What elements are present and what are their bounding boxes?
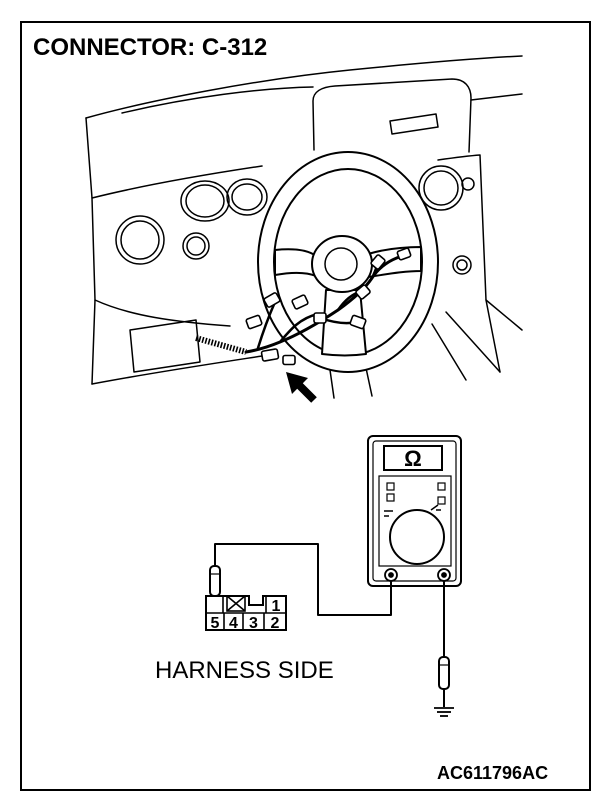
console-line-2 — [445, 311, 501, 373]
figure-frame — [20, 21, 591, 791]
harness-connector — [370, 254, 386, 270]
dash-face-top-left — [91, 165, 263, 199]
meter-ohm-symbol: Ω — [404, 446, 422, 471]
harness-connector — [291, 294, 309, 310]
instrument-hood — [312, 78, 472, 153]
instrument-display — [389, 113, 439, 135]
steering-column-left — [329, 369, 335, 399]
meter-terminal-com-center — [388, 572, 394, 578]
harness-side-label: HARNESS SIDE — [155, 657, 334, 684]
dash-top-line — [121, 86, 314, 114]
console-line-1 — [431, 323, 467, 381]
crossed-box-icon — [226, 595, 246, 612]
right-switch — [461, 177, 475, 191]
gauge-right-inner — [231, 183, 263, 211]
dash-left-edge — [85, 117, 96, 385]
left-air-vent-inner — [120, 220, 160, 260]
harness-branch-1 — [256, 300, 277, 350]
meter-indicator — [437, 496, 446, 505]
small-gauge-outer — [182, 232, 210, 260]
connector-title: CONNECTOR: C-312 — [33, 34, 267, 61]
steering-column-right — [365, 367, 373, 397]
right-knob-inner — [456, 259, 468, 271]
right-air-vent-inner — [423, 170, 459, 206]
meter-face — [378, 475, 452, 567]
right-knob-outer — [452, 255, 472, 275]
small-gauge-inner — [186, 236, 206, 256]
windshield-base-line — [85, 55, 523, 119]
pin-label-3: 3 — [249, 615, 258, 632]
left-air-vent-outer — [115, 215, 165, 265]
steering-hub-center — [324, 247, 358, 281]
dashboard-illustration — [85, 55, 523, 399]
right-air-vent-outer — [418, 165, 464, 211]
test-probe-right — [438, 656, 450, 690]
meter-terminal-ohm-center — [441, 572, 447, 578]
connector-c-312 — [260, 348, 280, 362]
ohmmeter-icon — [367, 435, 462, 587]
harness-connector — [313, 312, 327, 324]
knee-panel — [129, 319, 201, 373]
unused-cavity-box — [226, 595, 246, 612]
test-leads — [209, 543, 450, 707]
meter-indicator — [386, 482, 395, 491]
test-lead-left-wire — [214, 543, 392, 616]
pin-label-5: 5 — [211, 615, 220, 632]
harness-connector — [355, 284, 371, 300]
lower-panel-top — [94, 299, 231, 327]
harness-connector — [245, 314, 263, 330]
dash-bottom-edge — [91, 355, 263, 385]
gauge-left-outer — [180, 180, 230, 222]
pin-label-4: 4 — [229, 615, 238, 632]
harness-connectors — [245, 247, 412, 366]
harness-connector — [396, 247, 412, 261]
meter-selector-dial — [389, 509, 445, 565]
dash-top-right-line — [470, 93, 523, 101]
arrow-up-left-icon — [286, 372, 317, 403]
meter-scale-ticks — [384, 504, 441, 517]
meter-indicator — [386, 493, 395, 502]
harness-corrugated-tube — [195, 335, 247, 355]
dash-face-right — [437, 154, 523, 331]
meter-indicator — [437, 482, 446, 491]
connector-face — [205, 595, 287, 631]
meter-display — [383, 445, 443, 471]
unused-cavity-cross — [226, 595, 246, 612]
harness-connector — [282, 354, 296, 366]
test-probe-left — [209, 565, 221, 597]
steering-spoke-left — [274, 248, 317, 277]
harness-connector — [263, 292, 281, 308]
gauge-left-inner — [185, 184, 225, 218]
pin-label-1: 1 — [272, 598, 281, 615]
gauge-right-outer — [226, 178, 268, 216]
meter-bezel — [372, 440, 457, 582]
figure-code: AC611796AC — [437, 763, 548, 783]
console-line-3 — [485, 299, 501, 373]
pin-label-2: 2 — [271, 615, 280, 632]
harness-connector — [349, 314, 367, 330]
ground-icon — [434, 707, 454, 717]
